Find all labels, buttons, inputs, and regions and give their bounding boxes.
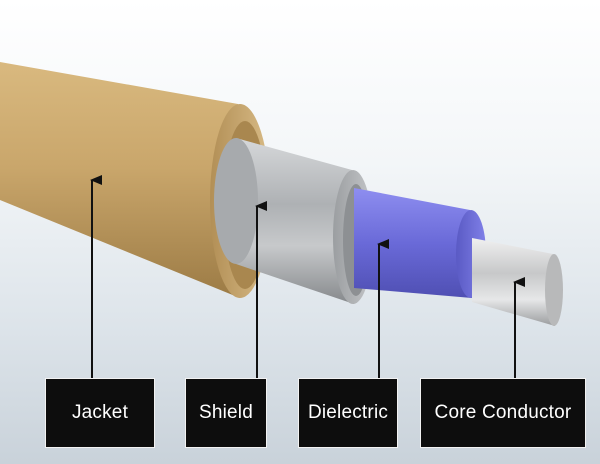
jacket-label: Jacket <box>45 378 155 448</box>
core-conductor-label: Core Conductor <box>420 378 586 448</box>
core-conductor-layer <box>472 238 563 326</box>
dielectric-layer <box>354 188 486 298</box>
shield-label: Shield <box>185 378 267 448</box>
dielectric-label: Dielectric <box>298 378 398 448</box>
